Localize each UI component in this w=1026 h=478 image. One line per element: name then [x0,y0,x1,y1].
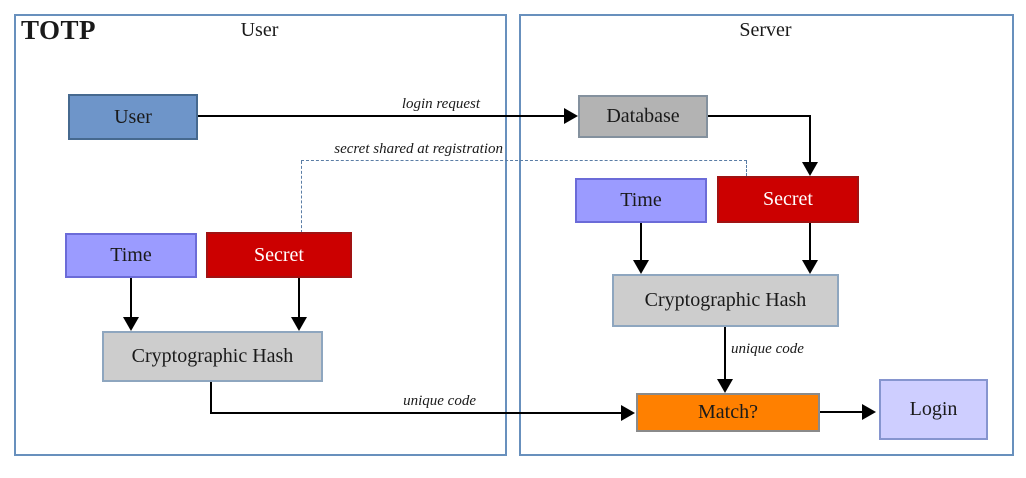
server-match-label: Match? [698,401,758,423]
arrowhead-user-secret-into-hash-icon [291,317,307,331]
server-login-box: Login [879,379,988,440]
user-box: User [68,94,198,140]
arrowhead-user-time-into-hash-icon [123,317,139,331]
user-time-box: Time [65,233,197,278]
connector-user-secret-to-hash [298,278,300,318]
connector-server-hash-to-match [724,327,726,380]
arrowhead-server-secret-into-hash-icon [802,260,818,274]
diagram-title: TOTP [21,15,97,45]
server-login-label: Login [909,398,958,420]
dashed-secret-link-horizontal [301,160,747,161]
arrowhead-into-login-icon [862,404,876,420]
connector-server-secret-to-hash [809,223,811,261]
arrowhead-into-match-left-icon [621,405,635,421]
secret-shared-label: secret shared at registration [334,141,503,157]
connector-database-to-secret-vertical [809,115,811,163]
connector-login-request-line [198,115,566,117]
user-cryptographic-hash-box: Cryptographic Hash [102,331,323,382]
server-cryptographic-hash-label: Cryptographic Hash [644,289,807,311]
arrowhead-server-time-into-hash-icon [633,260,649,274]
user-box-label: User [114,105,152,128]
connector-user-time-to-hash [130,278,132,318]
unique-code-user-label: unique code [403,393,476,409]
user-lane-label: User [240,19,279,41]
user-secret-label: Secret [254,243,304,266]
connector-user-unique-code-line [210,412,622,414]
user-cryptographic-hash-label: Cryptographic Hash [131,345,294,367]
server-secret-label: Secret [763,188,813,210]
connector-match-to-login [820,411,864,413]
server-database-box: Database [578,95,708,138]
server-secret-box: Secret [717,176,859,223]
server-cryptographic-hash-box: Cryptographic Hash [612,274,839,327]
connector-database-to-secret-horizontal [708,115,810,117]
connector-user-hash-down [210,382,212,413]
connector-server-time-to-hash [640,223,642,261]
dashed-secret-link-vertical-user [301,161,302,233]
dashed-secret-link-vertical-server [746,161,747,176]
arrowhead-into-match-top-icon [717,379,733,393]
server-time-box: Time [575,178,707,223]
server-lane-label: Server [739,19,792,41]
server-match-box: Match? [636,393,820,432]
unique-code-server-label: unique code [731,341,804,357]
user-time-label: Time [110,244,152,266]
server-time-label: Time [620,189,662,211]
login-request-label: login request [401,96,480,112]
arrowhead-into-database-icon [564,108,578,124]
user-secret-box: Secret [206,232,352,278]
server-database-label: Database [606,105,680,127]
arrowhead-into-server-secret-icon [802,162,818,176]
